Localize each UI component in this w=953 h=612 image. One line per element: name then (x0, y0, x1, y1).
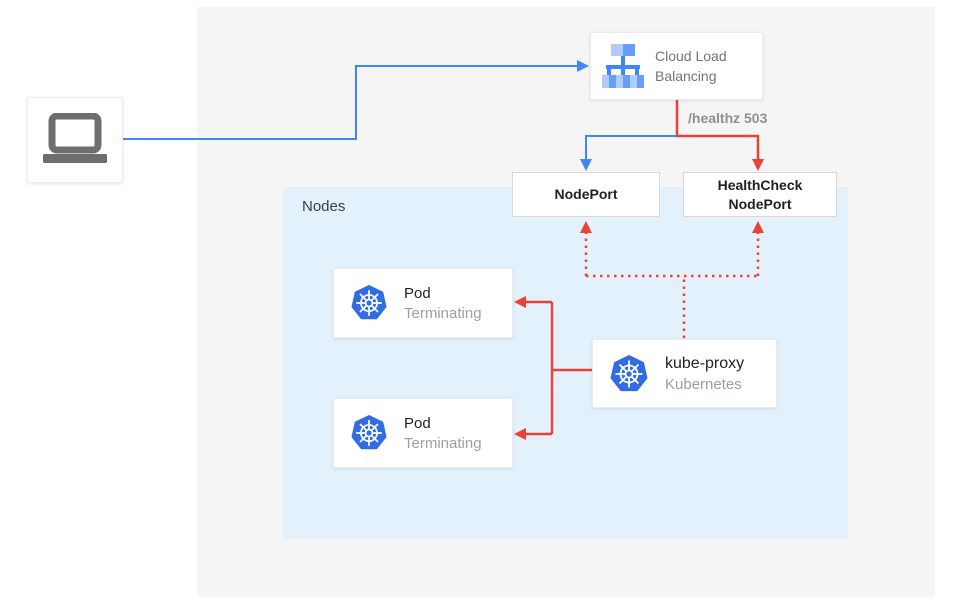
pod-status: Terminating (404, 434, 482, 452)
pod-status: Terminating (404, 304, 482, 322)
client-node (27, 97, 123, 183)
healthcheck-nodeport-node: HealthCheck NodePort (683, 172, 837, 217)
kubernetes-icon (610, 354, 648, 391)
nodes-group-label: Nodes (302, 198, 346, 215)
nodeport-label: NodePort (554, 186, 618, 203)
healthz-status-label: /healthz 503 (688, 110, 768, 126)
pod-title: Pod (404, 284, 431, 302)
nodeport-node: NodePort (512, 172, 660, 217)
kubernetes-icon (351, 284, 387, 320)
kubernetes-icon (351, 414, 387, 450)
kube-proxy-subtitle: Kubernetes (665, 375, 742, 393)
cloud-load-balancing-node: Cloud Load Balancing (590, 32, 763, 100)
kube-proxy-title: kube-proxy (665, 354, 745, 372)
laptop-icon (43, 113, 107, 163)
pod-title: Pod (404, 414, 431, 432)
cloud-load-balancing-label: Cloud Load Balancing (655, 47, 727, 84)
kube-proxy-node: kube-proxy Kubernetes (592, 339, 777, 408)
cloud-load-balancing-icon (602, 44, 644, 88)
pod-terminating-top: Pod Terminating (333, 268, 513, 338)
healthcheck-nodeport-label: HealthCheck NodePort (717, 176, 803, 212)
pod-terminating-bottom: Pod Terminating (333, 398, 513, 468)
